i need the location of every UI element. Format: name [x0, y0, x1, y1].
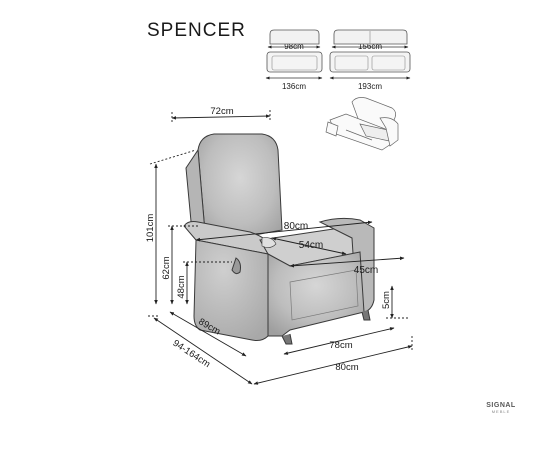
leg-height-label: 5cm [381, 291, 392, 309]
armchair-depth-label: 136cm [282, 82, 306, 91]
seat-length-label: 45cm [354, 265, 378, 276]
total-height-label: 101cm [145, 214, 156, 243]
armchair-thumbnail: 98cm 136cm [265, 29, 323, 91]
total-width-label: 80cm [335, 362, 358, 373]
arm-height-label: 48cm [176, 275, 187, 298]
seat-width-label: 80cm [284, 221, 308, 232]
brand-name: SIGNAL [486, 402, 516, 409]
front-width-label: 78cm [329, 340, 352, 351]
seat-depth-label: 54cm [299, 240, 323, 251]
signal-logo: SIGNAL MEBLE [481, 402, 521, 414]
armchair-width-label: 98cm [284, 42, 304, 51]
armchair-drawing [183, 133, 375, 345]
sofa-thumbnail: 156cm 193cm [329, 29, 411, 91]
reclined-sketch [325, 97, 399, 151]
depth-extended-label: 94-164cm [171, 338, 212, 370]
product-title: SPENCER [147, 20, 246, 41]
brand-sub: MEBLE [491, 409, 511, 414]
sofa-depth-label: 193cm [358, 82, 382, 91]
sofa-width-label: 156cm [358, 42, 382, 51]
seat-height-label: 62cm [161, 256, 172, 279]
back-width-label: 72cm [210, 106, 233, 117]
dimension-lines [148, 110, 413, 385]
